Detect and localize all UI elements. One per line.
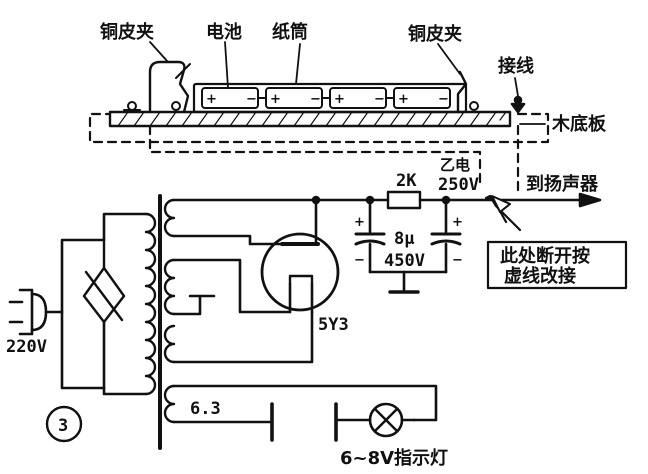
wood-base-board	[108, 110, 512, 128]
copper-clip-left-spring	[175, 63, 191, 79]
cap-right-minus: −	[452, 253, 463, 268]
plug-icon	[18, 288, 34, 336]
label-terminal: 接线	[498, 55, 534, 77]
clip-screw	[171, 101, 181, 111]
cell-minus: −	[438, 92, 449, 107]
cell-minus: −	[246, 92, 257, 107]
transformer-primary-coil	[144, 212, 157, 396]
transformer-lamp-secondary	[163, 384, 176, 424]
battery-cell-polarity: + − + − + − + −	[206, 92, 449, 107]
label-copper-clip-left: 铜皮夹	[100, 21, 154, 43]
label-battery-b: 乙电	[440, 156, 470, 174]
cap-left-plus: +	[354, 215, 365, 230]
cell-plus: +	[334, 92, 345, 107]
resistor-2k	[386, 190, 422, 210]
label-battery-b-voltage: 250V	[438, 175, 479, 195]
plug-body	[30, 292, 48, 332]
label-battery: 电池	[206, 21, 242, 43]
cell-minus: −	[310, 92, 321, 107]
text-labels: 铜皮夹 电池 纸筒 铜皮夹 接线 木底板 到扬声器 2K 乙电 250V 8μ …	[6, 21, 607, 469]
note-box	[486, 240, 628, 290]
label-copper-clip-right: 铜皮夹	[408, 23, 462, 45]
label-to-speaker: 到扬声器	[526, 173, 599, 195]
mains-input	[8, 212, 148, 396]
cap-left-minus: −	[354, 253, 365, 268]
paper-tube	[192, 82, 468, 114]
hv-wiring	[172, 192, 602, 364]
wood-base-hatching	[117, 111, 507, 127]
copper-clip-left	[148, 60, 190, 114]
transformer-6v3-secondary	[163, 324, 176, 364]
cell-minus: −	[374, 92, 385, 107]
clip-screw	[127, 101, 137, 111]
label-filament-voltage: 6.3	[190, 399, 221, 419]
power-transformer	[144, 194, 176, 450]
transformer-5v-secondary	[163, 258, 176, 316]
rectifier-tube	[260, 232, 340, 314]
label-tube: 5Y3	[318, 315, 349, 335]
battery-cells	[201, 87, 451, 109]
label-wood-base: 木底板	[551, 113, 607, 135]
switch-icon	[82, 238, 126, 324]
capacitor-polarity: + − + −	[354, 215, 463, 268]
filter-capacitors	[311, 195, 462, 294]
tube-5y3	[260, 232, 340, 312]
transformer-hv-secondary	[163, 198, 176, 238]
label-capacitor-value: 8μ	[394, 229, 414, 249]
cap-right-plus: +	[452, 215, 463, 230]
clip-screw	[469, 101, 479, 111]
label-capacitor-voltage: 450V	[384, 251, 425, 271]
label-resistor: 2K	[396, 171, 417, 191]
cell-plus: +	[206, 92, 217, 107]
rewire-dashed-line	[88, 112, 550, 198]
label-paper-tube: 纸筒	[272, 21, 308, 43]
terminal-screw	[513, 95, 523, 105]
copper-clip-right	[456, 70, 468, 114]
label-mains-voltage: 220V	[6, 337, 47, 357]
battery-assembly: + − + − + − + −	[108, 60, 526, 128]
label-indicator-lamp: 6~8V指示灯	[340, 447, 448, 469]
figure-number: 3	[58, 416, 68, 436]
label-leaders	[149, 41, 546, 125]
cell-plus: +	[270, 92, 281, 107]
note-line-1: 此处断开按	[500, 245, 590, 267]
note-line-2: 虚线改接	[504, 265, 576, 287]
figure-number-circle	[45, 405, 83, 443]
lamp-circuit	[172, 384, 438, 442]
cell-plus: +	[398, 92, 409, 107]
terminal-post	[510, 102, 526, 114]
